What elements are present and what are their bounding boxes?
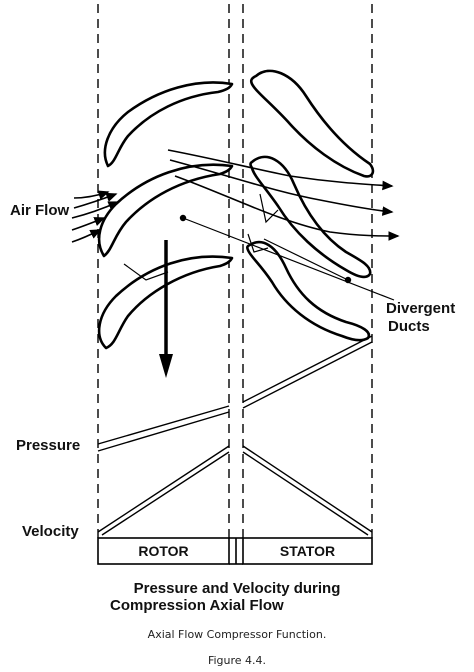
- rotor-duct-marker: [123, 263, 169, 281]
- flow-streamline-1: [167, 149, 394, 191]
- flow-streamline-2: [169, 159, 394, 216]
- velocity-curve: [97, 445, 373, 536]
- air-flow-arrow-2: [73, 192, 118, 209]
- pressure-curve: [97, 335, 373, 452]
- stator-blade-middle: [249, 155, 372, 279]
- pressure-label: Pressure: [16, 437, 81, 454]
- air-flow-label: Air Flow: [10, 202, 70, 219]
- stator-blade-bottom: [245, 240, 371, 342]
- velocity-label: Velocity: [22, 523, 79, 540]
- rotor-label: ROTOR: [138, 543, 189, 559]
- stator-blade-top: [249, 69, 375, 178]
- divergent-label: Divergent: [386, 300, 456, 317]
- air-flow-arrow-5: [71, 229, 102, 243]
- leader-line-stator-duct: [263, 238, 349, 281]
- air-flow-arrow-1: [73, 190, 110, 200]
- stator-blades: [245, 69, 375, 342]
- rotation-arrow-head: [159, 354, 173, 378]
- flow-streamline-3: [174, 175, 400, 241]
- rotor-blade-top: [103, 81, 234, 168]
- diagram-title-line2: Compression Axial Flow: [110, 597, 284, 614]
- figure-number: Figure 4.4.: [207, 654, 267, 667]
- stator-cell: [242, 537, 373, 565]
- leader-lines: [179, 214, 395, 301]
- leader-dot-stator: [344, 276, 352, 284]
- figure-caption: Axial Flow Compressor Function.: [147, 628, 327, 641]
- stator-label: STATOR: [279, 543, 336, 559]
- stage-bar: [97, 537, 373, 565]
- leader-dot-rotor: [179, 214, 187, 222]
- air-flow-arrow-3: [71, 201, 120, 219]
- air-flow-arrows: [71, 149, 400, 243]
- leader-line-rotor-duct: [182, 217, 395, 301]
- rotor-cell: [97, 537, 230, 565]
- diagram-title-line1: Pressure and Velocity during: [133, 580, 341, 597]
- air-flow-arrow-4: [71, 217, 106, 231]
- stator-duct-marker-1: [259, 193, 279, 224]
- ducts-label: Ducts: [388, 318, 430, 335]
